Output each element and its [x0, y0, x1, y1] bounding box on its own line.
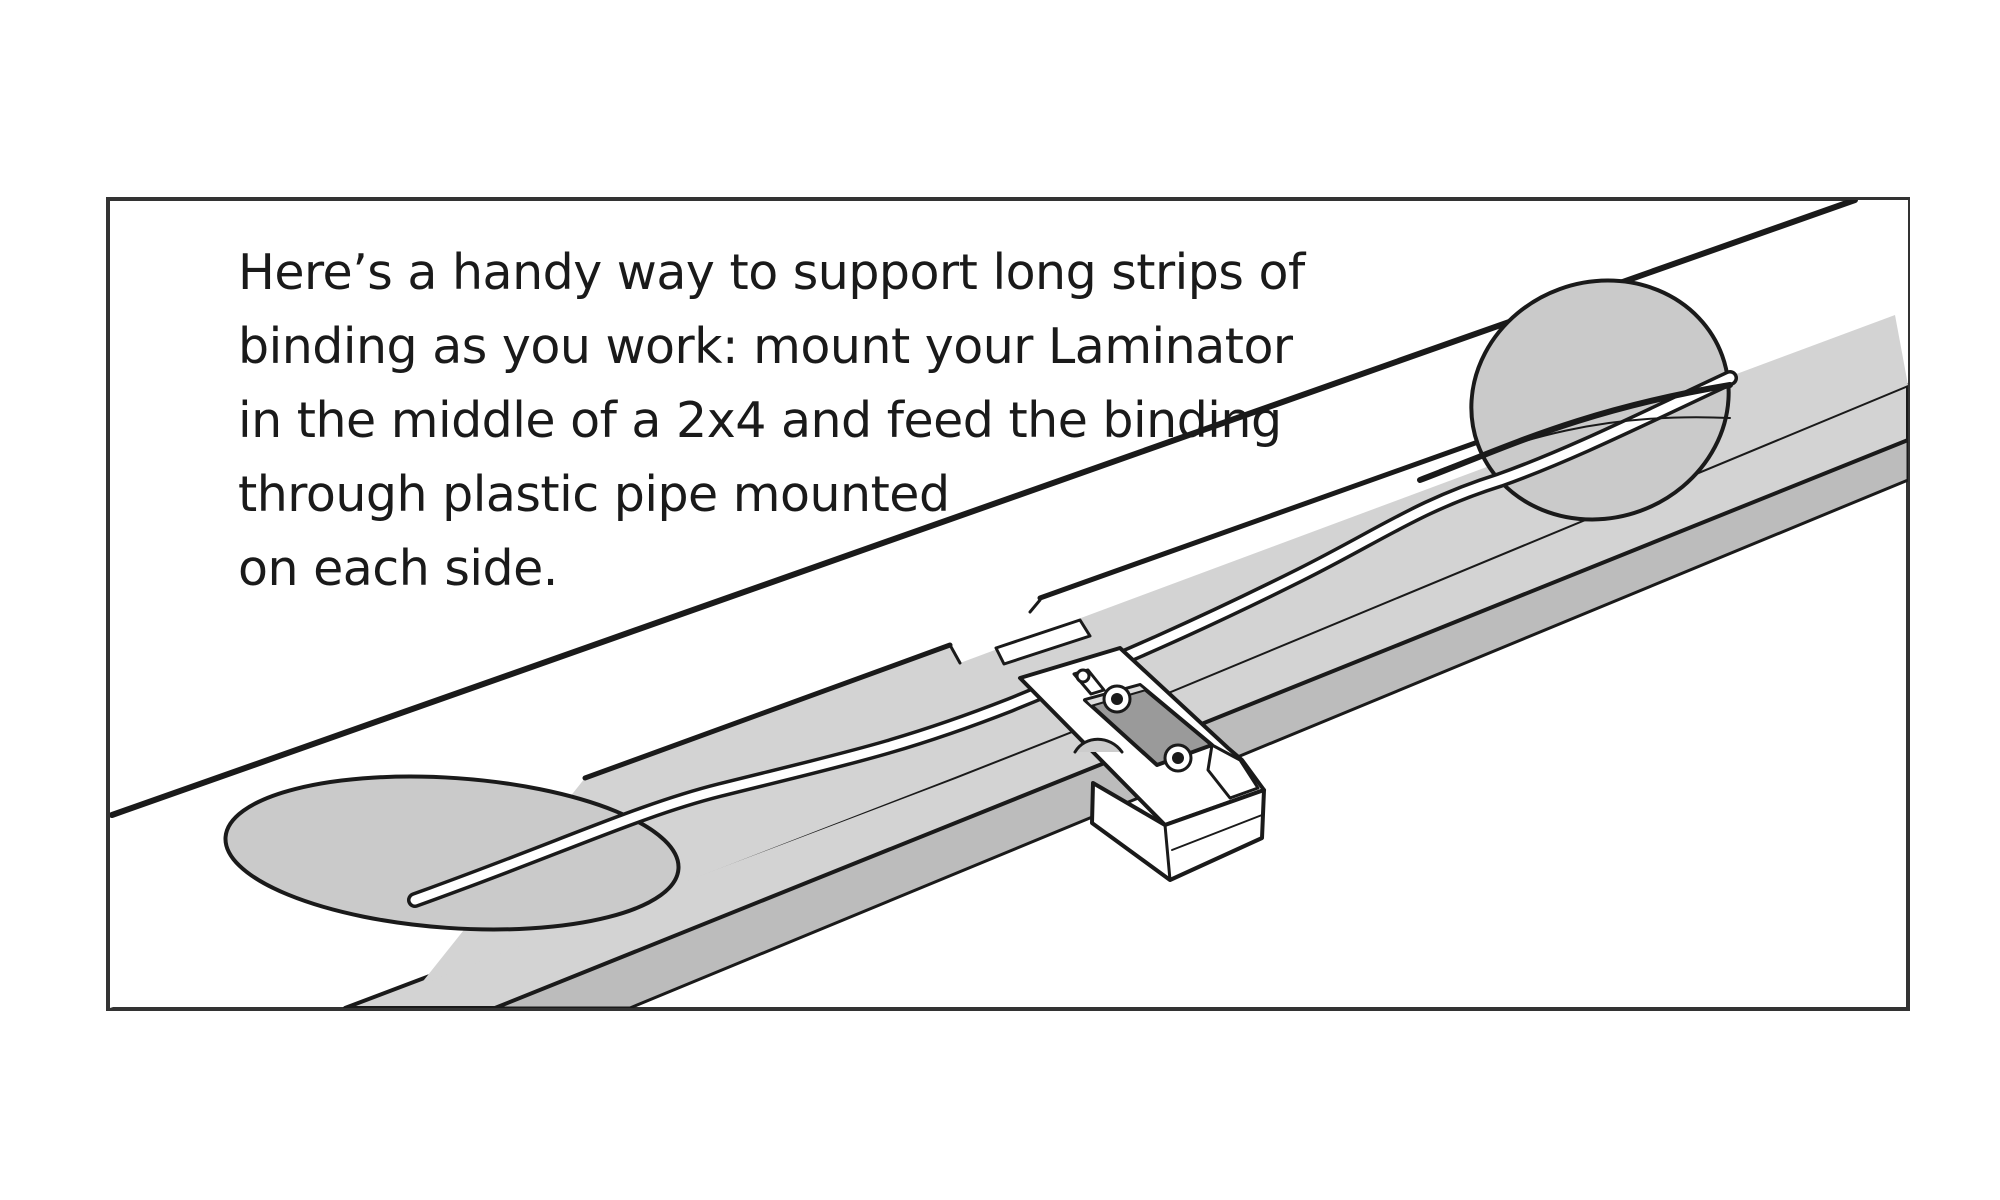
- binding-strip-inner-dark: [1417, 382, 1733, 483]
- laminator-base-edge: [1163, 823, 1172, 882]
- caption-line: Here’s a handy way to support long strip…: [238, 244, 1305, 301]
- laminator-front-ridge: [1171, 814, 1263, 851]
- caption-line: on each side.: [238, 540, 558, 597]
- board-back-edge-mid: [1028, 598, 1042, 614]
- laminator-channel: [1073, 737, 1124, 754]
- board-back-step: [948, 643, 962, 665]
- screw-icon: [1102, 684, 1132, 714]
- caption-line: through plastic pipe mounted: [238, 466, 950, 523]
- board-back-edge-right: [1037, 439, 1481, 601]
- caption-line: in the middle of a 2x4 and feed the bind…: [238, 392, 1282, 449]
- board-back-edge-left: [582, 642, 953, 781]
- screw-icon: [1163, 743, 1193, 773]
- laminator-slot-hole: [1075, 668, 1091, 684]
- left-pipe-opening: [223, 774, 681, 932]
- binding-strip-inner-light: [1439, 416, 1731, 471]
- instruction-caption: Here’s a handy way to support long strip…: [238, 236, 1378, 606]
- caption-line: binding as you work: mount your Laminato…: [238, 318, 1293, 375]
- laminator-jaw: [1206, 743, 1260, 800]
- laminator-rear-guide: [994, 618, 1092, 666]
